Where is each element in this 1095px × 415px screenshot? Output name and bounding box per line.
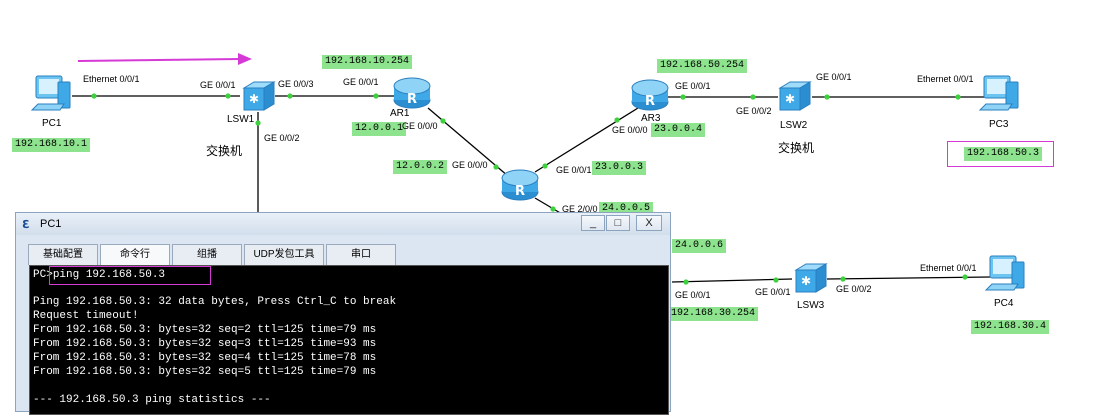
port-dots	[91, 93, 968, 285]
ar2-ip-ge000: 12.0.0.2	[393, 160, 448, 174]
pc1-icon[interactable]	[30, 74, 74, 116]
svg-text:R: R	[515, 184, 525, 199]
ar3-name: AR3	[641, 113, 661, 124]
tab-basic-config[interactable]: 基础配置	[28, 244, 98, 265]
ar2-port-ge001: GE 0/0/1	[556, 165, 592, 175]
lsw2-caption: 交换机	[778, 141, 815, 155]
lsw1-icon[interactable]: ✱	[240, 80, 276, 112]
terminal-prompt: PC>	[33, 269, 53, 281]
maximize-button[interactable]: □	[606, 215, 630, 231]
ar4-port-ge001: GE 0/0/1	[675, 290, 711, 300]
ar2-port-ge200: GE 2/0/0	[562, 204, 598, 214]
window-titlebar[interactable]: ℇ PC1 _ □ X	[16, 213, 670, 235]
window-title: PC1	[40, 218, 62, 230]
lsw2-name: LSW2	[780, 120, 808, 131]
ar4-ip-wan: 24.0.0.6	[672, 239, 727, 253]
tab-serial[interactable]: 串口	[326, 244, 396, 265]
lsw1-caption: 交换机	[206, 144, 243, 158]
tab-udp-tool[interactable]: UDP发包工具	[244, 244, 324, 265]
link-ar2-ar3	[534, 107, 639, 173]
svg-text:R: R	[645, 94, 655, 109]
command-highlight	[49, 266, 211, 285]
pc1-cli-window[interactable]: ℇ PC1 _ □ X 基础配置 命令行 组播 UDP发包工具 串口 PC>pi…	[15, 212, 671, 415]
pc3-ip-highlight	[947, 141, 1054, 167]
terminal-console[interactable]: PC>ping 192.168.50.3 Ping 192.168.50.3: …	[29, 265, 669, 415]
terminal-line: --- 192.168.50.3 ping statistics ---	[33, 394, 271, 406]
lsw3-icon[interactable]: ✱	[792, 262, 828, 294]
pc4-name: PC4	[994, 298, 1014, 309]
svg-text:✱: ✱	[249, 92, 259, 106]
lsw1-name: LSW1	[227, 114, 255, 125]
pc1-port-label: Ethernet 0/0/1	[83, 74, 140, 84]
lsw3-port-ge002: GE 0/0/2	[836, 284, 872, 294]
ar3-port-ge001: GE 0/0/1	[675, 81, 711, 91]
ar1-ip-wan: 12.0.0.1	[352, 122, 407, 136]
annotation-arrow	[77, 58, 241, 62]
pc4-port-label: Ethernet 0/0/1	[920, 263, 977, 273]
terminal-line: From 192.168.50.3: bytes=32 seq=4 ttl=12…	[33, 352, 377, 364]
pc3-name: PC3	[989, 119, 1009, 130]
lsw1-port-ge003: GE 0/0/3	[278, 79, 314, 89]
pc3-icon[interactable]	[978, 74, 1022, 116]
ar3-icon[interactable]: R	[630, 78, 670, 112]
tab-command-line[interactable]: 命令行	[100, 244, 170, 265]
ar2-ip-ge001: 23.0.0.3	[592, 161, 647, 175]
app-icon: ℇ	[22, 219, 29, 231]
terminal-line: Request timeout!	[33, 310, 139, 322]
pc1-name: PC1	[42, 118, 62, 129]
lsw1-port-ge001: GE 0/0/1	[200, 80, 236, 90]
ar3-ip-lan: 192.168.50.254	[657, 59, 748, 73]
topology-links	[72, 53, 991, 285]
topology-canvas[interactable]: ✱ ✱ ✱ R R R Ethernet 0/0/1 PC1 192.168.1…	[0, 0, 1095, 400]
pc4-ip: 192.168.30.4	[971, 320, 1050, 334]
terminal-line: Ping 192.168.50.3: 32 data bytes, Press …	[33, 296, 397, 308]
ar1-port-ge000: GE 0/0/0	[402, 121, 438, 131]
lsw2-port-ge002: GE 0/0/2	[736, 106, 772, 116]
terminal-prompt-line: PC>ping 192.168.50.3	[33, 269, 165, 282]
pc3-ip: 192.168.50.3	[964, 147, 1043, 161]
lsw1-port-ge002: GE 0/0/2	[264, 133, 300, 143]
terminal-line: From 192.168.50.3: bytes=32 seq=5 ttl=12…	[33, 366, 377, 378]
svg-text:R: R	[407, 92, 417, 107]
terminal-line: From 192.168.50.3: bytes=32 seq=2 ttl=12…	[33, 324, 377, 336]
svg-text:✱: ✱	[785, 92, 795, 106]
ar4-ip-lan: 192.168.30.254	[668, 307, 759, 321]
pc1-ip: 192.168.10.1	[12, 138, 91, 152]
link-ar2-ar4	[534, 197, 563, 215]
lsw2-port-ge001: GE 0/0/1	[816, 72, 852, 82]
ar3-ip-wan: 23.0.0.4	[651, 123, 706, 137]
pc4-icon[interactable]	[984, 254, 1028, 296]
lsw3-port-ge001: GE 0/0/1	[755, 287, 791, 297]
ar1-ip-lan: 192.168.10.254	[322, 55, 413, 69]
minimize-button[interactable]: _	[581, 215, 605, 231]
terminal-line: From 192.168.50.3: bytes=32 seq=3 ttl=12…	[33, 338, 377, 350]
ar1-name: AR1	[390, 108, 410, 119]
ar1-port-ge001: GE 0/0/1	[343, 77, 379, 87]
terminal-command: ping 192.168.50.3	[52, 269, 166, 281]
lsw2-icon[interactable]: ✱	[776, 80, 812, 112]
tab-multicast[interactable]: 组播	[172, 244, 242, 265]
ar2-icon[interactable]: R	[500, 168, 540, 202]
lsw3-name: LSW3	[797, 300, 825, 311]
ar1-icon[interactable]: R	[392, 76, 432, 110]
ar2-port-ge000: GE 0/0/0	[452, 160, 488, 170]
svg-text:✱: ✱	[801, 274, 811, 288]
close-button[interactable]: X	[636, 215, 662, 231]
ar3-port-ge000: GE 0/0/0	[612, 125, 648, 135]
link-ar4-lsw3	[671, 278, 793, 283]
pc3-port-label: Ethernet 0/0/1	[917, 74, 974, 84]
